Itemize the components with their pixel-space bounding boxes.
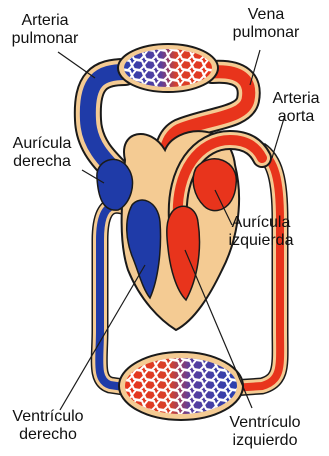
label-arteria-pulmonar-line1: Arteria [5, 12, 85, 30]
label-auricula-izquierda: Aurícula izquierda [226, 214, 296, 250]
lung-capillaries [118, 44, 218, 92]
label-auricula-derecha-line2: derecha [6, 153, 78, 171]
label-auricula-izquierda-line1: Aurícula [226, 214, 296, 232]
label-auricula-derecha: Aurícula derecha [6, 135, 78, 171]
label-arteria-aorta-line2: aorta [266, 108, 326, 126]
label-auricula-izquierda-line2: izquierda [226, 232, 296, 250]
body-capillaries [119, 352, 243, 420]
label-arteria-pulmonar-line2: pulmonar [5, 30, 85, 48]
right-ventricle [127, 200, 161, 298]
label-ventriculo-derecho-line1: Ventrículo [6, 408, 90, 426]
label-ventriculo-izquierdo-line2: izquierdo [222, 432, 308, 450]
label-arteria-pulmonar: Arteria pulmonar [5, 12, 85, 48]
label-ventriculo-izquierdo: Ventrículo izquierdo [222, 414, 308, 450]
right-atrium [97, 159, 133, 210]
label-ventriculo-izquierdo-line1: Ventrículo [222, 414, 308, 432]
label-auricula-derecha-line1: Aurícula [6, 135, 78, 153]
label-ventriculo-derecho: Ventrículo derecho [6, 408, 90, 444]
label-ventriculo-derecho-line2: derecho [6, 426, 90, 444]
label-vena-pulmonar-line1: Vena [226, 6, 306, 24]
label-vena-pulmonar: Vena pulmonar [226, 6, 306, 42]
label-vena-pulmonar-line2: pulmonar [226, 24, 306, 42]
label-arteria-aorta: Arteria aorta [266, 90, 326, 126]
label-arteria-aorta-line1: Arteria [266, 90, 326, 108]
